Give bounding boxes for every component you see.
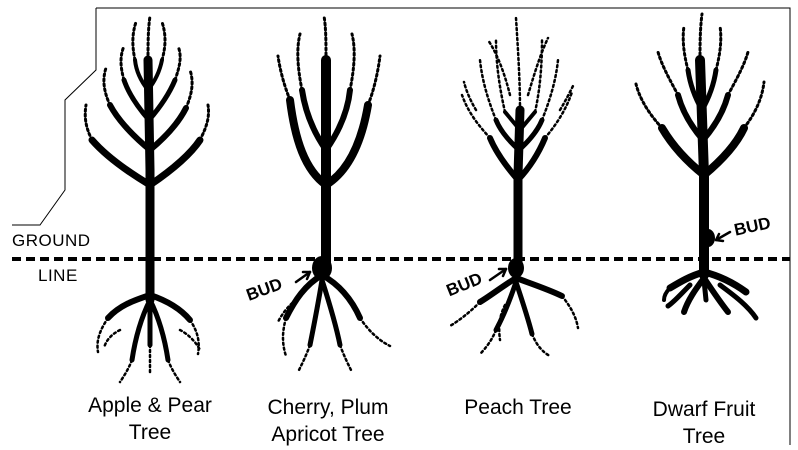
caption-dwarf-fruit: Dwarf Fruit Tree [614,396,794,450]
caption-line2: Apricot Tree [238,421,418,448]
caption-peach: Peach Tree [428,394,608,421]
dwarf-fruit-tree [636,14,764,318]
frame-outline [12,8,790,445]
caption-line1: Cherry, Plum [238,394,418,421]
caption-line1: Dwarf Fruit [614,396,794,423]
caption-line1: Peach Tree [428,394,608,421]
cherry-plum-apricot-tree [278,16,390,372]
caption-line2: Tree [614,423,794,450]
caption-line2: Tree [60,419,240,446]
line-label: LINE [38,266,78,286]
apple-pear-tree [85,16,208,382]
peach-tree [450,18,578,356]
caption-line1: Apple & Pear [60,392,240,419]
caption-apple-pear: Apple & Pear Tree [60,392,240,446]
caption-cherry-plum: Cherry, Plum Apricot Tree [238,394,418,448]
ground-label: GROUND [12,231,91,251]
